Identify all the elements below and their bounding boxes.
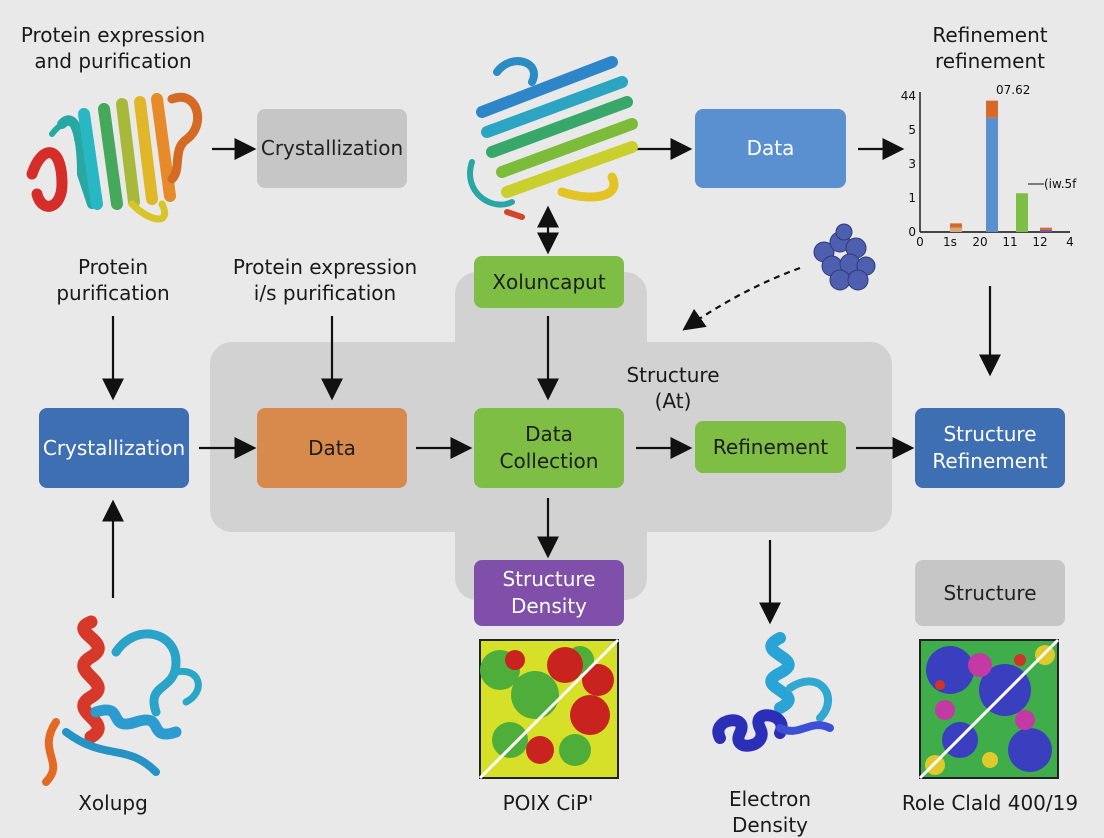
data-box-top[interactable]: Data: [695, 109, 846, 188]
y-tick-label: 3: [908, 157, 916, 171]
xoluncaput-box[interactable]: Xoluncaput: [474, 256, 624, 308]
protein-beta-sheet-icon: [467, 56, 638, 220]
y-tick-label: 44: [901, 89, 916, 103]
arrow-atoms-dashed: [682, 266, 801, 331]
x-tick-label: 20: [972, 235, 987, 249]
structure-density-box[interactable]: Structure Density: [474, 560, 624, 626]
x-tick-label: 1s: [943, 235, 957, 249]
y-tick-label: 5: [908, 123, 916, 137]
protein-blue-helix-icon: [712, 632, 834, 752]
label-refinement-title: Refinement refinement: [932, 23, 1048, 73]
data-box-orange[interactable]: Data: [257, 408, 407, 488]
protein-helix-icon: [42, 615, 202, 786]
crystallization-box-left[interactable]: Crystallization: [39, 408, 189, 488]
bar: [950, 223, 962, 228]
density-map-icon: [478, 638, 620, 780]
annotation-label: 07.62: [996, 83, 1030, 97]
label-structure-at: Structure (At): [626, 363, 720, 413]
data-collection-box[interactable]: Data Collection: [474, 408, 624, 488]
refinement-bar-chart: 0 1 3 5 44 0 1s 20 11 12 4 07.62 (iw.5f: [901, 83, 1077, 249]
bar: [950, 227, 962, 232]
density-map-colorful-icon: [918, 638, 1060, 780]
x-tick-label: 11: [1002, 235, 1017, 249]
bar: [986, 100, 998, 118]
protein-ribbon-rainbow-icon: [26, 92, 203, 223]
label-xolupg: Xolupg: [78, 791, 148, 815]
bar: [1040, 227, 1052, 230]
crystallization-box-top[interactable]: Crystallization: [257, 109, 407, 188]
label-poix-cip: POIX CiP': [502, 791, 594, 815]
label-protein-expression-vs: Protein expression i/s purification: [232, 255, 418, 305]
x-tick-label: 12: [1032, 235, 1047, 249]
label-role-clald: Role Clald 400/19: [901, 791, 1079, 815]
bar: [1016, 193, 1028, 232]
y-tick-label: 0: [908, 225, 916, 239]
label-protein-purification: Protein purification: [56, 255, 170, 305]
bar: [986, 117, 998, 232]
y-tick-label: 1: [908, 191, 916, 205]
x-tick-label: 4: [1066, 235, 1074, 249]
label-protein-expression-purification: Protein expression and purification: [20, 23, 206, 73]
bar: [1040, 229, 1052, 232]
atom-cluster-icon: [813, 223, 876, 291]
structure-box-gray[interactable]: Structure: [915, 560, 1065, 626]
structure-refinement-box[interactable]: Structure Refinement: [915, 408, 1065, 488]
annotation-label: (iw.5f: [1044, 177, 1077, 191]
label-electron-density: Electron Density: [728, 787, 812, 837]
refinement-box[interactable]: Refinement: [695, 421, 846, 473]
x-tick-label: 0: [916, 235, 924, 249]
